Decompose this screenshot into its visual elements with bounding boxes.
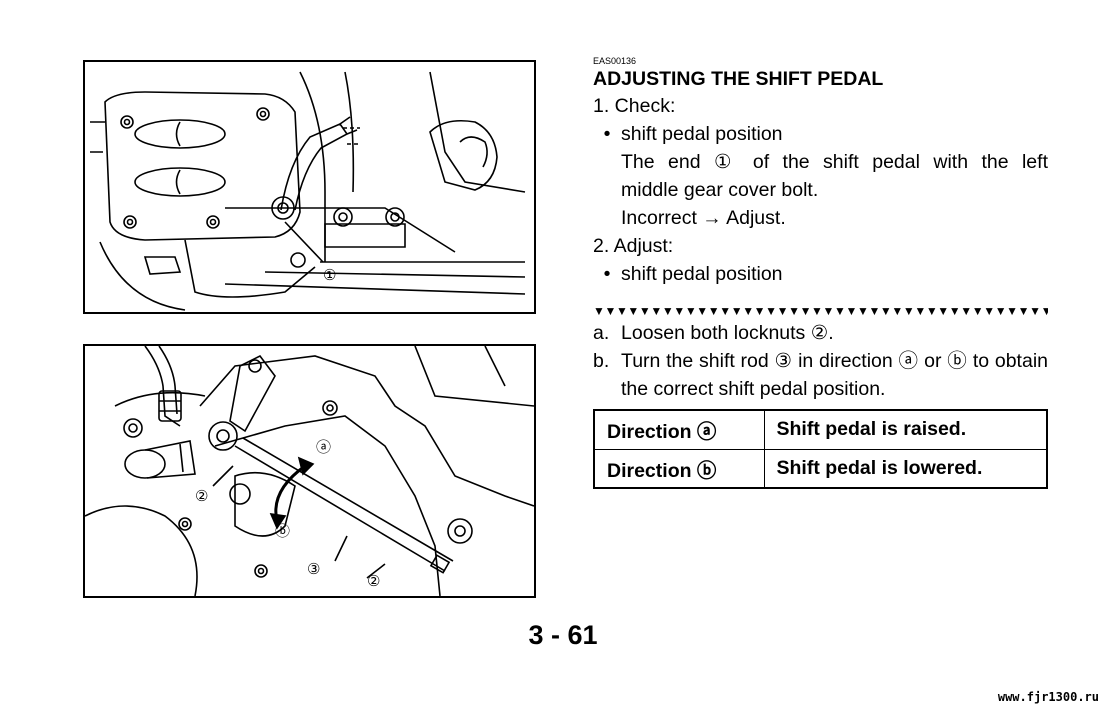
direction-table: Direction ⓐ Shift pedal is raised. Direc…	[593, 409, 1048, 489]
callout-3: ③	[307, 561, 320, 578]
substep-letter: b.	[593, 350, 610, 372]
watermark: www.fjr1300.ru	[997, 690, 1099, 704]
triangle-divider: ▼▼▼▼▼▼▼▼▼▼▼▼▼▼▼▼▼▼▼▼▼▼▼▼▼▼▼▼▼▼▼▼▼▼▼▼▼▼▼▼…	[593, 304, 1048, 318]
callout-b: ⓑ	[275, 523, 290, 540]
illustration-engine-cover: ①	[90, 71, 526, 311]
callout-a: ⓐ	[316, 439, 331, 456]
section-code: EAS00136	[593, 56, 637, 66]
check-bullet-row: • shift pedal position	[593, 120, 1048, 148]
adjust-bullet-row: • shift pedal position	[593, 260, 1048, 288]
callout-1: ①	[323, 267, 336, 284]
callout-2-bottom: ②	[367, 573, 380, 590]
adjust-bullet-text: shift pedal position	[621, 263, 783, 285]
substep-b: b. Turn the shift rod ③ in direction ⓐ o…	[593, 347, 1048, 403]
direction-cell: Direction ⓑ	[593, 448, 765, 489]
section-heading: ADJUSTING THE SHIFT PEDAL	[593, 68, 884, 90]
step-adjust-label: 2. Adjust:	[593, 235, 674, 257]
figure-shift-pedal-position: ①	[83, 60, 536, 314]
instructions-column: EAS00136 ADJUSTING THE SHIFT PEDAL 1. Ch…	[593, 56, 1048, 489]
table-row: Direction ⓐ Shift pedal is raised.	[593, 409, 1048, 450]
substep-letter: a.	[593, 322, 610, 344]
bullet-glyph: •	[603, 123, 611, 145]
substep-text: Turn the shift rod ③ in direction ⓐ or ⓑ…	[621, 350, 1048, 400]
direction-cell: Direction ⓐ	[593, 409, 765, 450]
result-cell: Shift pedal is lowered.	[763, 448, 1048, 489]
check-description-line-2: middle gear cover bolt.	[621, 179, 819, 201]
page-number: 3 - 61	[528, 620, 598, 650]
figure-shift-rod-adjustment: ⓐ ⓑ ② ③ ②	[83, 344, 536, 598]
table-row: Direction ⓑ Shift pedal is lowered.	[593, 448, 1048, 489]
illustration-shift-rod: ⓐ ⓑ ② ③ ②	[85, 346, 534, 596]
substep-text: Loosen both locknuts ②.	[621, 322, 834, 344]
check-incorrect: Incorrect → Adjust.	[621, 207, 786, 229]
bullet-glyph: •	[603, 263, 611, 285]
substep-a: a. Loosen both locknuts ②.	[593, 319, 1048, 347]
callout-2-left: ②	[195, 488, 208, 505]
check-description-line-1: The end ① of the shift pedal with the le…	[621, 151, 1048, 173]
check-bullet-text: shift pedal position	[621, 123, 783, 145]
step-check-label: 1. Check:	[593, 95, 676, 117]
result-cell: Shift pedal is raised.	[763, 409, 1048, 450]
